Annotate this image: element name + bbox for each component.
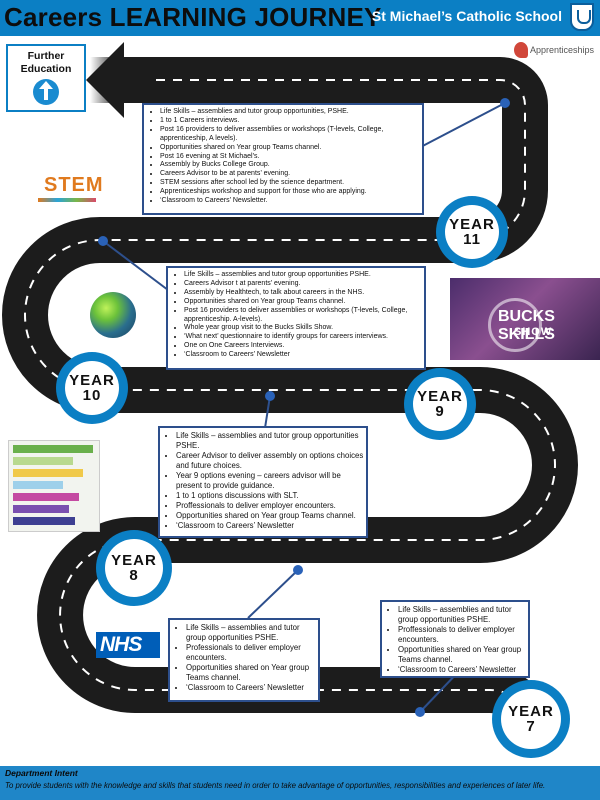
year7-list: Life Skills – assemblies and tutor group… (384, 605, 526, 675)
list-item: Life Skills – assemblies and tutor group… (398, 605, 526, 625)
list-item: Life Skills – assemblies and tutor group… (186, 623, 316, 643)
list-item: Professionals to deliver employer encoun… (186, 643, 316, 663)
year7-marker-inner (501, 689, 561, 749)
up-arrow-icon (33, 79, 59, 105)
list-item: Proffessionals to deliver employer encou… (176, 501, 364, 511)
list-item: Opportunities shared on Year group Teams… (176, 511, 364, 521)
bucks-skills-show-image: BUCKS SKILLS SHOW (450, 278, 600, 360)
pathway-row (13, 505, 69, 513)
list-item: ‘Classroom to Careers’ Newsletter (176, 521, 364, 531)
year11-list: Life Skills – assemblies and tutor group… (146, 108, 420, 206)
pathway-row (13, 469, 83, 477)
year9-marker: YEAR 9 (404, 368, 476, 440)
year10-box: Life Skills – assemblies and tutor group… (166, 266, 426, 370)
list-item: ‘Classroom to Careers’ Newsletter. (160, 197, 420, 206)
nhs-logo: NHS (96, 632, 160, 658)
header-bar: Careers LEARNING JOURNEY St Michael’s Ca… (0, 0, 600, 36)
list-item: Post 16 providers to deliver assemblies … (160, 126, 420, 144)
list-item: Life Skills – assemblies and tutor group… (160, 108, 420, 117)
year9-list: Life Skills – assemblies and tutor group… (162, 431, 364, 531)
year11-marker-inner (445, 205, 499, 259)
further-education-label: Further Education (20, 50, 72, 75)
year10-marker: YEAR 10 (56, 352, 128, 424)
bucks-logo-ring-icon (488, 298, 542, 352)
list-item: Opportunities shared on Year group Teams… (184, 298, 422, 307)
year8-box: Life Skills – assemblies and tutor group… (168, 618, 320, 702)
stem-logo: STEM (38, 170, 103, 204)
intent-text: To provide students with the knowledge a… (5, 781, 546, 790)
list-item: Whole year group visit to the Bucks Skil… (184, 324, 422, 333)
apprenticeships-logo: Apprenticeships (514, 42, 600, 60)
list-item: One on One Careers Interviews. (184, 342, 422, 351)
year11-box: Life Skills – assemblies and tutor group… (142, 103, 424, 215)
year11-label: YEAR 11 (449, 216, 495, 248)
year8-label: YEAR 8 (111, 552, 157, 584)
list-item: ‘Classroom to Careers’ Newsletter (398, 665, 526, 675)
list-item: Post 16 evening at St Michael’s. (160, 153, 420, 162)
pathway-row (13, 445, 93, 453)
pathway-chart-image (8, 440, 100, 532)
list-item: 1 to 1 options discussions with SLT. (176, 491, 364, 501)
apprenticeships-mark-icon (514, 42, 528, 58)
page-title: Careers LEARNING JOURNEY (4, 2, 382, 32)
year9-marker-inner (413, 377, 467, 431)
year10-marker-inner (65, 361, 119, 415)
pathway-row (13, 481, 63, 489)
further-education-box: Further Education (6, 44, 86, 112)
cell-image (90, 292, 136, 338)
bucks-skills-text: BUCKS SKILLS (498, 308, 555, 343)
list-item: Year 9 options evening – careers advisor… (176, 471, 364, 491)
list-item: Proffessionals to deliver employer encou… (398, 625, 526, 645)
list-item: STEM sessions after school led by the sc… (160, 179, 420, 188)
list-item: Careers Advisor to be at parents’ evenin… (160, 170, 420, 179)
year8-list: Life Skills – assemblies and tutor group… (172, 623, 316, 693)
year11-marker: YEAR 11 (436, 196, 508, 268)
pathway-row (13, 457, 73, 465)
list-item: Apprenticeships workshop and support for… (160, 188, 420, 197)
bucks-show-text: SHOW (514, 326, 553, 338)
department-intent: Department Intent To provide students wi… (0, 766, 600, 800)
stem-logo-bar (38, 198, 96, 202)
year8-marker: YEAR 8 (96, 530, 172, 606)
list-item: Opportunities shared on Year group Teams… (398, 645, 526, 665)
pathway-row (13, 517, 75, 525)
school-name: St Michael’s Catholic School (371, 8, 562, 24)
year9-box: Life Skills – assemblies and tutor group… (158, 426, 368, 538)
year10-label: YEAR 10 (69, 372, 115, 404)
nhs-logo-text: NHS (100, 633, 142, 656)
intent-title: Department Intent (5, 768, 78, 778)
year9-label: YEAR 9 (417, 388, 463, 420)
pathway-row (13, 493, 79, 501)
year7-label: YEAR 7 (508, 703, 554, 735)
year7-marker: YEAR 7 (492, 680, 570, 758)
list-item: ‘Classroom to Careers’ Newsletter (184, 351, 422, 360)
list-item: Careers Advisor t at parents’ evening. (184, 280, 422, 289)
list-item: Post 16 providers to deliver assemblies … (184, 307, 422, 325)
list-item: Assembly by Healthtech, to talk about ca… (184, 289, 422, 298)
list-item: Life Skills – assemblies and tutor group… (184, 271, 422, 280)
list-item: Career Advisor to deliver assembly on op… (176, 451, 364, 471)
stem-logo-text: STEM (44, 174, 104, 196)
list-item: ‘What next’ questionnaire to identify gr… (184, 333, 422, 342)
list-item: Opportunities shared on Year group Teams… (160, 144, 420, 153)
list-item: ‘Classroom to Careers’ Newsletter (186, 683, 316, 693)
list-item: Life Skills – assemblies and tutor group… (176, 431, 364, 451)
school-crest-icon (570, 3, 594, 31)
list-item: 1 to 1 Careers interviews. (160, 117, 420, 126)
list-item: Assembly by Bucks College Group. (160, 161, 420, 170)
list-item: Opportunities shared on Year group Teams… (186, 663, 316, 683)
apprenticeships-logo-text: Apprenticeships (530, 45, 595, 55)
year8-marker-inner (105, 539, 163, 597)
year10-list: Life Skills – assemblies and tutor group… (170, 271, 422, 360)
year7-box: Life Skills – assemblies and tutor group… (380, 600, 530, 678)
